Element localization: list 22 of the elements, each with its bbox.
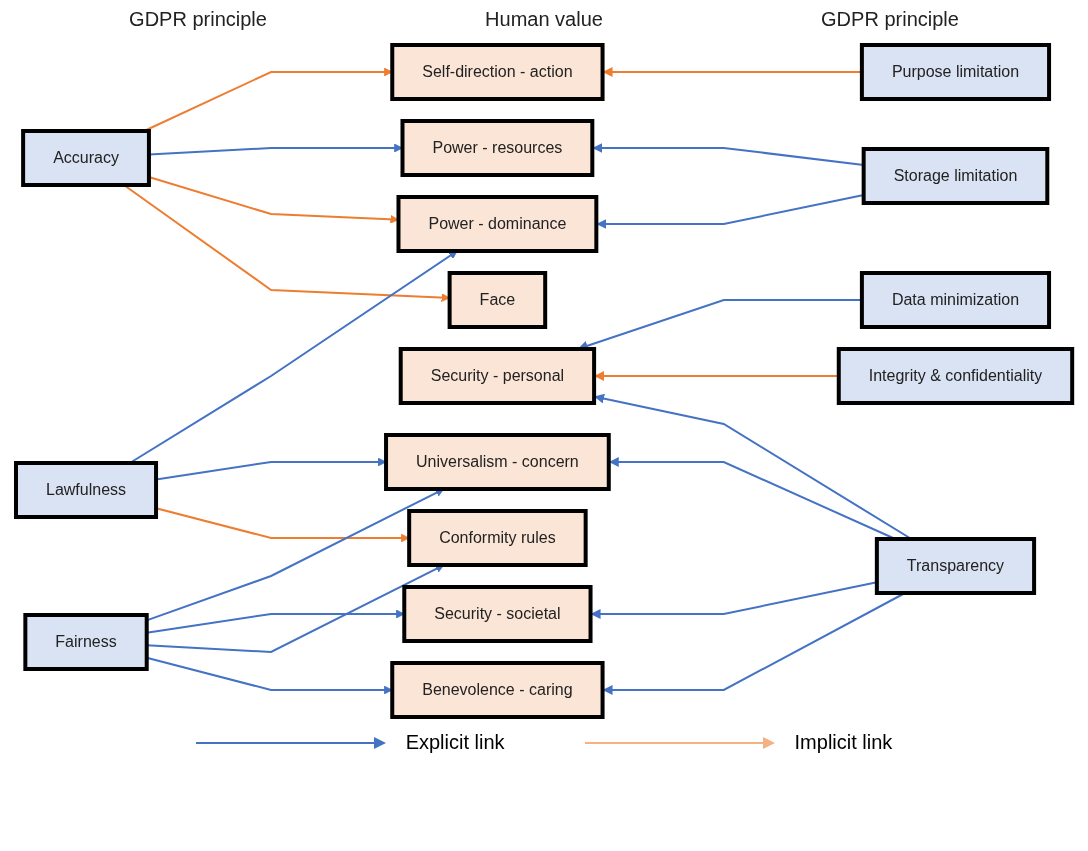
node-box: Data minimization — [859, 271, 1051, 329]
column-heading: GDPR principle — [129, 8, 267, 31]
node-box: Benevolence - caring — [390, 661, 605, 719]
node-box: Power - dominance — [396, 195, 599, 253]
node-box: Universalism - concern — [383, 433, 611, 491]
column-heading: GDPR principle — [821, 8, 959, 31]
node-box: Fairness — [23, 613, 149, 671]
node-box: Integrity & confidentiality — [836, 347, 1075, 405]
node-box: Face — [447, 271, 548, 329]
node-box: Purpose limitation — [859, 43, 1051, 101]
node-box: Security - personal — [398, 347, 596, 405]
node-box: Accuracy — [21, 129, 151, 187]
legend-text: Implicit link — [794, 731, 893, 754]
column-heading: Human value — [485, 8, 603, 31]
node-box: Storage limitation — [861, 147, 1050, 205]
node-box: Transparency — [874, 537, 1036, 595]
node-box: Lawfulness — [13, 461, 158, 519]
node-box: Self-direction - action — [390, 43, 605, 101]
node-box: Security - societal — [402, 585, 593, 643]
node-box: Power - resources — [400, 119, 595, 177]
node-box: Conformity rules — [407, 509, 588, 567]
legend-text: Explicit link — [405, 731, 505, 754]
